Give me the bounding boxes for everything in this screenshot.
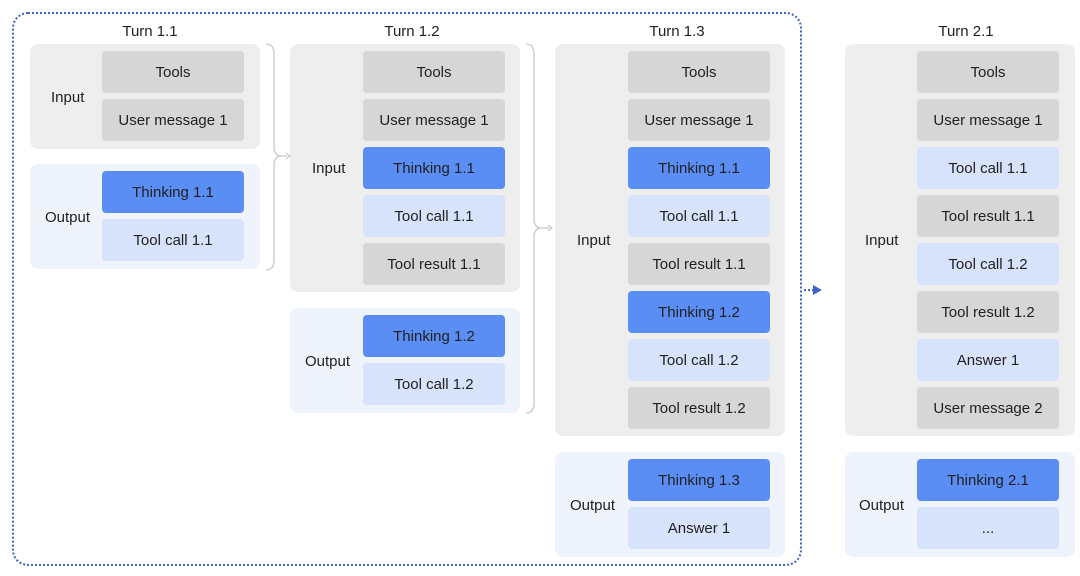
context-block: Answer 1 <box>917 339 1059 381</box>
turn-1-1-title: Turn 1.1 <box>122 23 178 40</box>
output-label: Output <box>45 209 91 226</box>
turn-2-1-input-panel: Input Tools User message 1 Tool call 1.1… <box>845 44 1075 436</box>
context-block: Tools <box>102 51 244 93</box>
context-block: Thinking 1.3 <box>628 459 770 501</box>
context-block: Thinking 1.1 <box>363 147 505 189</box>
turn-1-3-title: Turn 1.3 <box>649 23 705 40</box>
context-block: Tools <box>628 51 770 93</box>
context-block: Tool call 1.1 <box>917 147 1059 189</box>
context-block: Tool call 1.1 <box>102 219 244 261</box>
turn-1-2-input-panel: Input Tools User message 1 Thinking 1.1 … <box>290 44 520 292</box>
arrowhead <box>547 224 554 232</box>
brace-connector <box>525 43 542 414</box>
context-block: User message 1 <box>102 99 244 141</box>
turn-1-2-title: Turn 1.2 <box>384 23 440 40</box>
output-label: Output <box>305 353 351 370</box>
output-label: Output <box>570 497 616 514</box>
context-block: Thinking 1.2 <box>628 291 770 333</box>
output-label: Output <box>859 497 905 514</box>
arrowhead <box>285 152 292 160</box>
turn-1-1-output-panel: Output Thinking 1.1 Tool call 1.1 <box>30 164 260 269</box>
brace-connector <box>265 43 282 271</box>
input-label: Input <box>865 232 899 249</box>
context-block: Tool call 1.2 <box>363 363 505 405</box>
turn-1-2-output-panel: Output Thinking 1.2 Tool call 1.2 <box>290 308 520 413</box>
turn-1-3-input-panel: Input Tools User message 1 Thinking 1.1 … <box>555 44 785 436</box>
context-block: Tools <box>917 51 1059 93</box>
context-block: Tool call 1.1 <box>628 195 770 237</box>
context-block: Tool result 1.1 <box>628 243 770 285</box>
turn-1-group-frame <box>12 12 802 566</box>
context-block: User message 1 <box>917 99 1059 141</box>
context-block: Answer 1 <box>628 507 770 549</box>
input-label: Input <box>577 232 611 249</box>
arrowhead <box>813 285 822 295</box>
context-block: ... <box>917 507 1059 549</box>
context-block: Tool result 1.2 <box>917 291 1059 333</box>
context-block: Tool result 1.1 <box>917 195 1059 237</box>
context-block: Thinking 1.1 <box>628 147 770 189</box>
context-block: User message 1 <box>628 99 770 141</box>
context-block: Thinking 1.2 <box>363 315 505 357</box>
input-label: Input <box>312 160 346 177</box>
turn-1-3-output-panel: Output Thinking 1.3 Answer 1 <box>555 452 785 557</box>
context-block: Tool call 1.2 <box>628 339 770 381</box>
turn-2-1-output-panel: Output Thinking 2.1 ... <box>845 452 1075 557</box>
input-label: Input <box>51 89 85 106</box>
context-block: Tool result 1.2 <box>628 387 770 429</box>
context-block: Tool call 1.1 <box>363 195 505 237</box>
context-block: Thinking 2.1 <box>917 459 1059 501</box>
context-block: User message 2 <box>917 387 1059 429</box>
context-block: User message 1 <box>363 99 505 141</box>
context-block: Tool result 1.1 <box>363 243 505 285</box>
turn-2-1-title: Turn 2.1 <box>938 23 994 40</box>
context-block: Tools <box>363 51 505 93</box>
context-block: Thinking 1.1 <box>102 171 244 213</box>
turn-1-1-input-panel: Input Tools User message 1 <box>30 44 260 149</box>
context-block: Tool call 1.2 <box>917 243 1059 285</box>
